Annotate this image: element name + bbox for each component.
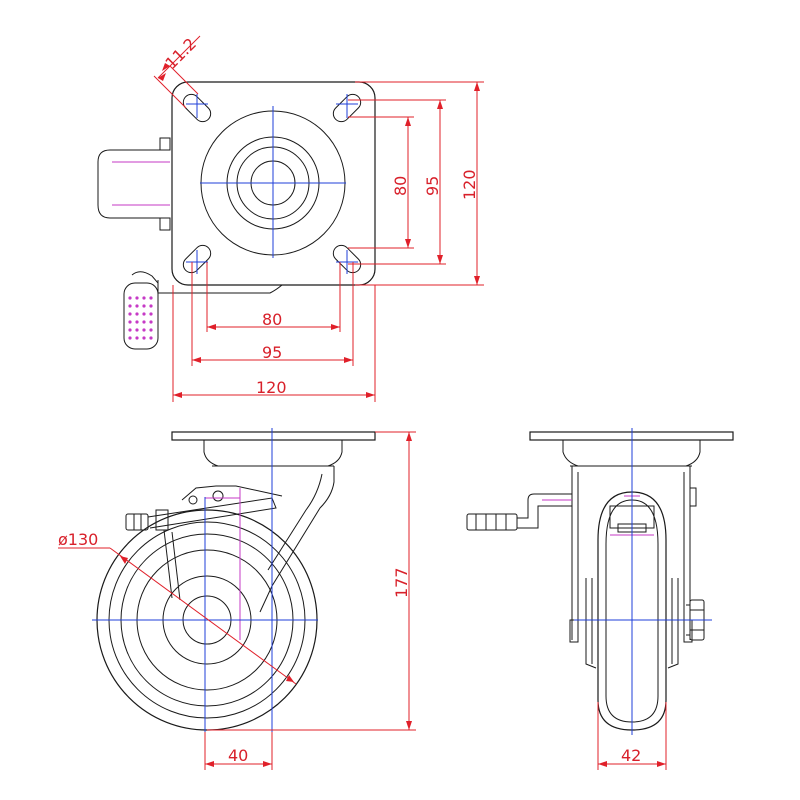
top-view: 11.2 80 95 120 <box>97 34 484 402</box>
dim-wheel-diameter: ø130 <box>58 530 297 685</box>
dim-height: 177 <box>207 431 416 731</box>
dim-hole-v-outer-text: 95 <box>423 176 442 196</box>
mounting-plate <box>171 81 376 286</box>
front-brake-pedal <box>466 513 518 531</box>
slot-holes <box>182 93 362 274</box>
dim-offset: 40 <box>204 732 273 770</box>
dim-horizontal: 80 95 120 <box>172 262 376 402</box>
dim-wheel-width: 42 <box>597 702 667 770</box>
side-mounting-plate <box>171 431 376 441</box>
fork-arm <box>259 466 335 613</box>
brake-lever <box>157 280 283 294</box>
dim-wheel-width-text: 42 <box>621 746 641 765</box>
dim-hole-h-inner-text: 80 <box>262 310 282 329</box>
dim-vertical: 80 95 120 <box>348 81 484 286</box>
dim-hole-v-inner-text: 80 <box>391 176 410 196</box>
side-brake-pedal <box>125 513 149 531</box>
brake-housing <box>97 149 170 219</box>
pedal-grip-dots <box>128 296 153 340</box>
dim-plate-h-text: 120 <box>256 378 287 397</box>
dim-height-text: 177 <box>392 567 411 598</box>
dim-plate-v-text: 120 <box>460 169 479 200</box>
side-view: ø130 177 40 <box>58 428 416 770</box>
dim-wheel-diameter-text: ø130 <box>58 530 98 549</box>
front-view: 42 <box>466 428 734 770</box>
dim-slot: 11.2 <box>153 34 201 109</box>
dim-hole-h-outer-text: 95 <box>262 343 282 362</box>
brake-pedal <box>123 282 159 350</box>
dim-offset-text: 40 <box>228 746 248 765</box>
